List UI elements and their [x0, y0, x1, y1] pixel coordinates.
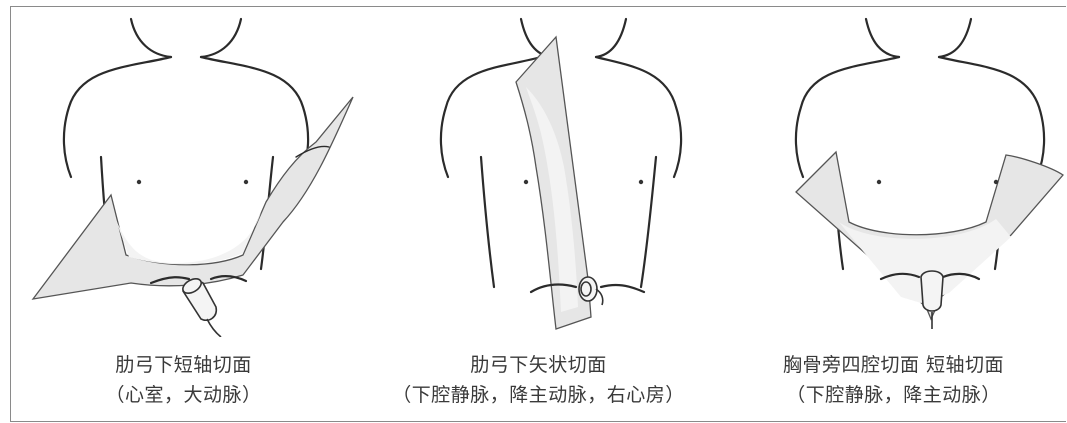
ultrasound-probe	[920, 270, 944, 329]
panel-subcostal-sagittal: 肋弓下矢状切面 （下腔静脉，降主动脉，右心房）	[366, 7, 711, 423]
torso-illustration-2	[439, 17, 683, 330]
panel-title: 肋弓下矢状切面	[470, 354, 607, 376]
panel-subtitle: （下腔静脉，降主动脉）	[786, 384, 1001, 406]
ultrasound-probe	[182, 277, 222, 337]
nipple-left	[136, 179, 142, 185]
nipple-right	[638, 179, 644, 185]
imaging-plane	[795, 150, 1064, 321]
nipple-left	[523, 179, 529, 185]
nipple-right	[993, 179, 999, 185]
nipple-right	[243, 179, 249, 185]
panel-subcostal-short-axis: 肋弓下短轴切面 （心室，大动脉）	[11, 7, 356, 423]
panel-subtitle: （心室，大动脉）	[105, 384, 262, 406]
ultrasound-probe	[578, 276, 604, 306]
imaging-plane	[31, 96, 354, 300]
panel-subtitle: （下腔静脉，降主动脉，右心房）	[392, 384, 685, 406]
panel-title: 肋弓下短轴切面	[115, 354, 252, 376]
panel-title: 胸骨旁四腔切面 短轴切面	[782, 354, 1005, 376]
torso-illustration-1	[31, 17, 354, 337]
nipple-left	[876, 179, 882, 185]
figure-frame: 肋弓下短轴切面 （心室，大动脉） 肋弓下矢状切面 （下腔静脉，降主动脉，	[10, 6, 1066, 422]
panel-parasternal: 胸骨旁四腔切面 短轴切面 （下腔静脉，降主动脉）	[721, 7, 1066, 423]
torso-illustration-3	[794, 17, 1064, 329]
